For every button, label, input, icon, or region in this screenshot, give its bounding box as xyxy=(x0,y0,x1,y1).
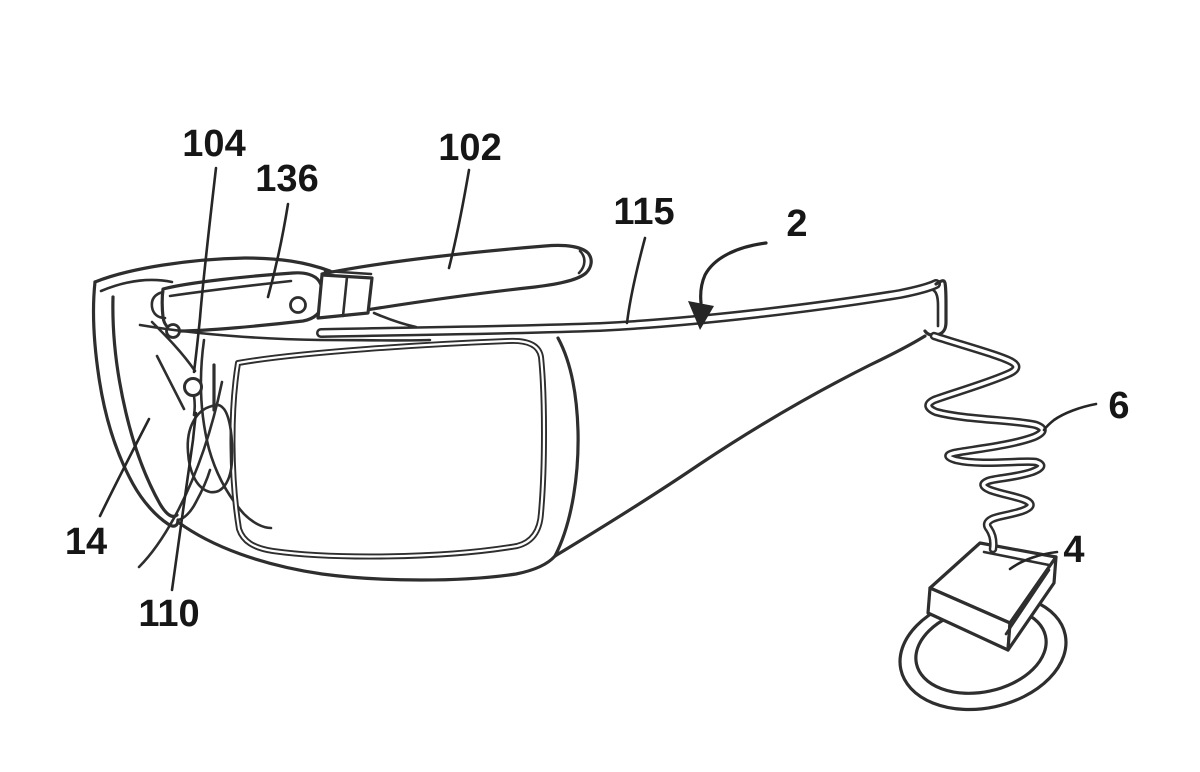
device-box-top-seam xyxy=(982,550,1051,567)
module-hole xyxy=(289,296,307,314)
device-box-right-seam xyxy=(1004,568,1051,636)
ref-label-104: 104 xyxy=(182,123,245,165)
clip-top-bevel xyxy=(323,269,373,276)
left-lens-inner-edge xyxy=(111,295,179,518)
ref-label-4: 4 xyxy=(1063,529,1084,571)
leader-6 xyxy=(1042,402,1098,432)
ref-label-14: 14 xyxy=(65,521,107,563)
front-aperture-tail xyxy=(192,394,197,417)
nose-pad xyxy=(186,403,234,494)
ref-label-115: 115 xyxy=(613,191,674,233)
temple-top-strip-core xyxy=(318,281,939,336)
leader-104 xyxy=(192,166,218,374)
nose-bridge-curve xyxy=(137,380,224,569)
frame-crease-line xyxy=(155,354,186,411)
hinge-clip-divider xyxy=(341,275,349,318)
module-lid-line xyxy=(168,279,293,298)
ear-hook-inner xyxy=(931,288,940,328)
paddle-tip-inner-line xyxy=(577,249,586,275)
frame-recess-line xyxy=(138,323,432,342)
leader-4 xyxy=(1008,550,1059,571)
leader-14 xyxy=(98,417,151,518)
coiled-cable xyxy=(924,331,1047,554)
module-left-step xyxy=(150,290,167,320)
ref-label-6: 6 xyxy=(1108,385,1129,427)
temple-arm xyxy=(316,279,948,558)
device-box-right-face xyxy=(1006,555,1058,652)
front-frame xyxy=(91,256,580,582)
front-aperture-circle xyxy=(183,377,203,397)
ref-label-2: 2 xyxy=(786,203,807,245)
reference-numerals: 104 136 102 115 2 6 4 14 110 xyxy=(65,123,1130,635)
right-lens-rim-outer xyxy=(229,337,547,560)
frame-bowl-curve xyxy=(150,320,197,373)
temple-bottom-edge xyxy=(553,334,927,558)
ref-label-136: 136 xyxy=(255,158,318,200)
cable-outline xyxy=(924,331,1047,554)
leader-102 xyxy=(447,168,471,270)
right-lens-rim-inner xyxy=(231,339,546,558)
left-lens-bottom-hook xyxy=(176,468,212,522)
frame-top-inner-edge xyxy=(99,278,174,293)
hinge-junction-line xyxy=(372,311,418,329)
reference-leaders xyxy=(98,166,1098,592)
frame-bottom-edge xyxy=(176,520,557,582)
leader-115 xyxy=(625,236,647,325)
leader-2-arrowhead xyxy=(688,301,714,330)
ring-device xyxy=(898,541,1068,712)
frame-right-outer-edge xyxy=(553,336,580,558)
cable-core xyxy=(926,334,1045,551)
leader-110 xyxy=(170,411,198,592)
leader-136 xyxy=(266,202,290,299)
leader-2-arc xyxy=(699,241,768,305)
ref-label-102: 102 xyxy=(438,127,501,169)
frame-top-outer-edge xyxy=(93,256,332,284)
ref-label-110: 110 xyxy=(138,593,199,635)
